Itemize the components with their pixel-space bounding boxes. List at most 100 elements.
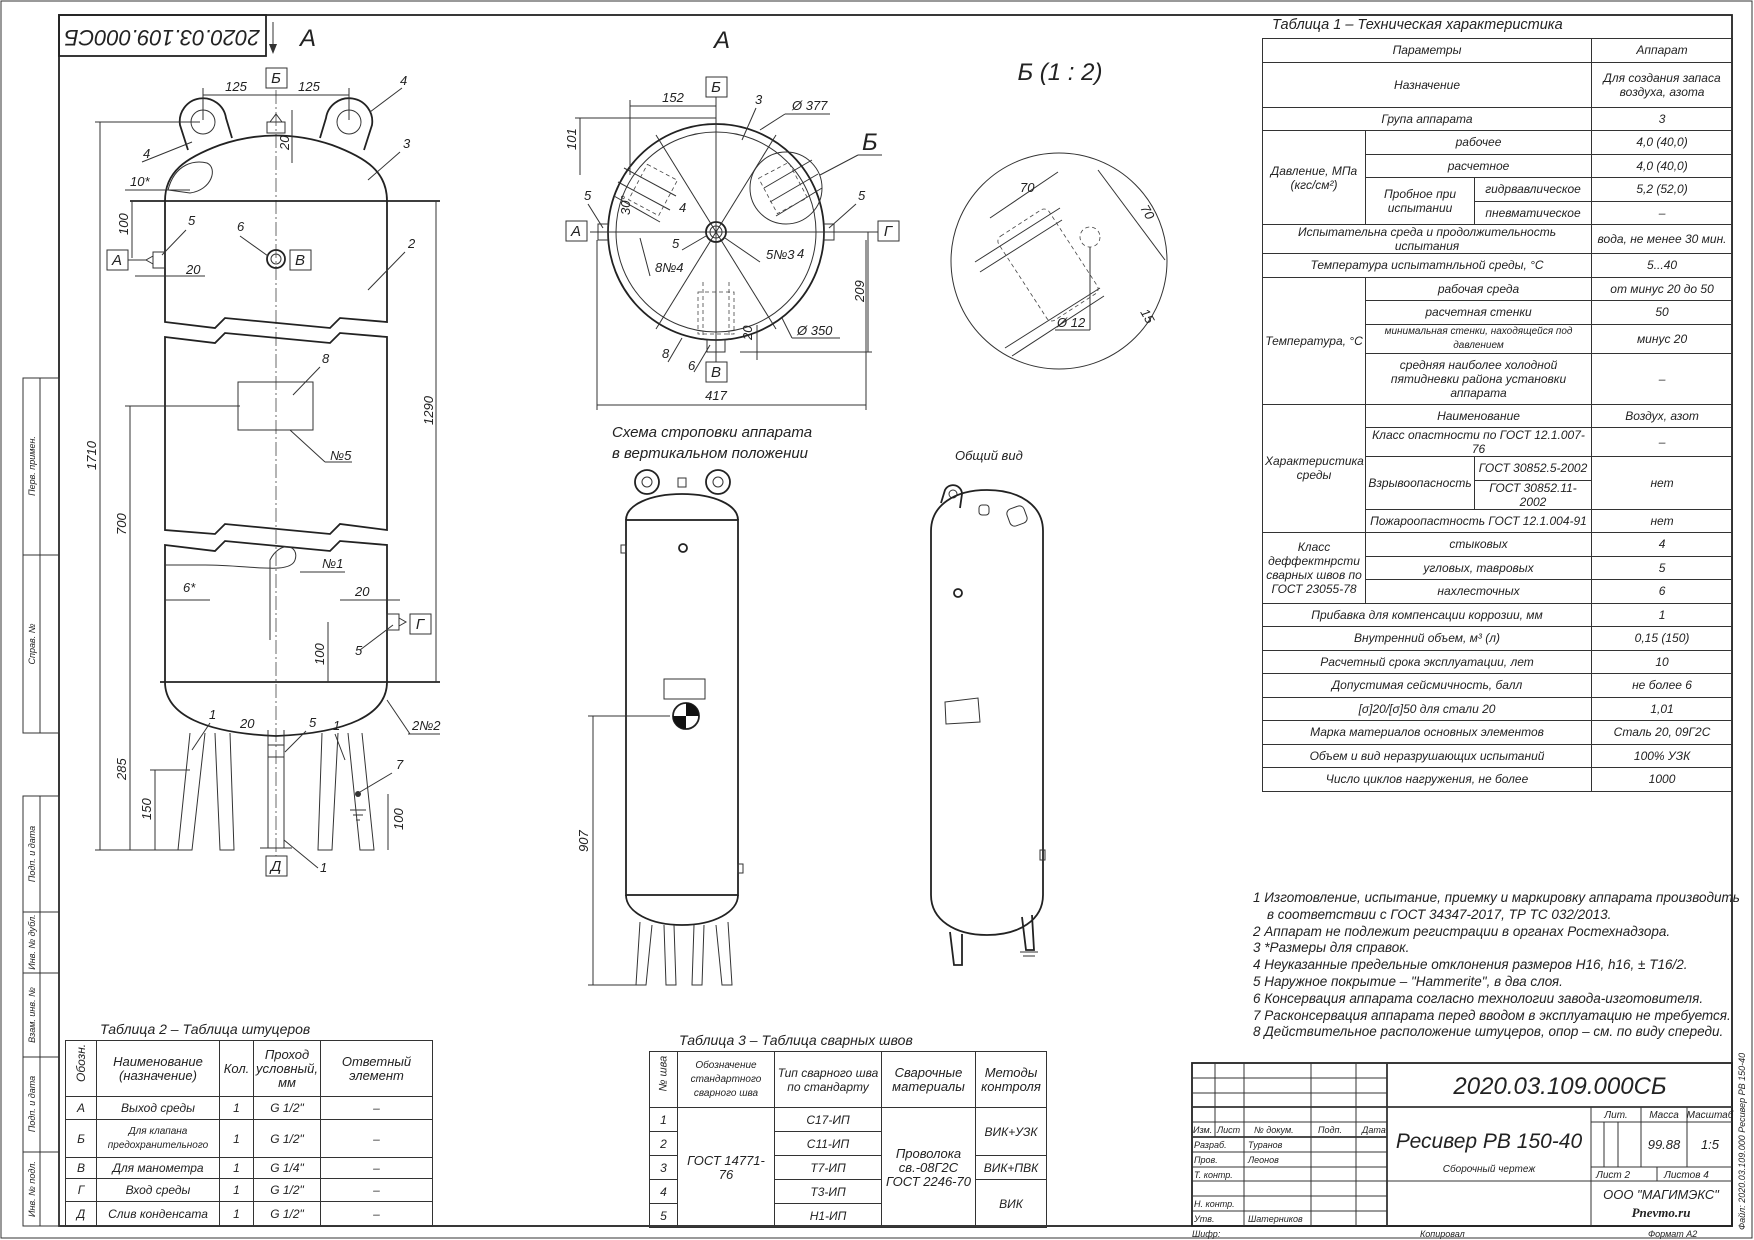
shell-segment [164, 332, 388, 535]
dim: 152 [662, 90, 684, 105]
header-cell: Обозначение стандартного сварного шва [677, 1051, 775, 1108]
svg-text:3: 3 [403, 136, 411, 151]
col-header: № докум. [1254, 1125, 1294, 1135]
col-header: Подп. [1318, 1125, 1342, 1135]
cell: угловых, тавровых [1364, 555, 1593, 580]
cell: пневматическое [1473, 200, 1593, 225]
cell: Проволока св.-08Г2С ГОСТ 2246-70 [881, 1107, 976, 1228]
cell: Число циклов нагружения, не более [1261, 767, 1593, 792]
cell: – [1591, 200, 1734, 225]
svg-text:1: 1 [333, 718, 340, 733]
dim: 70 [1137, 202, 1158, 223]
cell: Н1-ИП [774, 1203, 882, 1228]
dim: 100 [391, 808, 406, 830]
cell: ГОСТ 14771-76 [677, 1107, 775, 1228]
dim-1710: 1710 [84, 440, 99, 470]
cell: С11-ИП [774, 1131, 882, 1156]
cell: 5 [649, 1203, 678, 1228]
cell: Характеристика среды [1262, 403, 1366, 533]
dim-1290: 1290 [421, 395, 436, 425]
cell: вода, не менее 30 мин. [1591, 224, 1734, 254]
svg-text:2: 2 [407, 236, 416, 251]
top-stamp-box [58, 14, 267, 57]
part-callouts: 3 5 5 4 5 4 8 6 [584, 92, 866, 373]
cell: 4 [649, 1179, 678, 1204]
scale-label: Масштаб [1687, 1109, 1734, 1121]
table2-title: Таблица 2 – Таблица штуцеров [100, 1021, 311, 1037]
header-cell: Ответный элемент [320, 1040, 433, 1097]
cell: 5 [1591, 555, 1734, 580]
manometer-nozzle [266, 249, 286, 269]
nozzle-tag-g: Г [416, 616, 426, 633]
cell: рабочая среда [1364, 276, 1593, 301]
cell: 3 [649, 1155, 678, 1180]
title-block: 2020.03.109.000СБ Ресивер РВ 150-40 Сбор… [1191, 1053, 1747, 1239]
note: 2 Аппарат не подлежит регистрации в орга… [1253, 923, 1671, 939]
cipher-label: Шифр: [1192, 1229, 1221, 1239]
cell: гидрвавлическое [1473, 177, 1593, 202]
cell: 1 [649, 1107, 678, 1132]
header-cell: Сварочные материалы [881, 1051, 976, 1108]
dim: 10* [130, 174, 150, 189]
cell: 6 [1591, 579, 1734, 604]
nozzle-tag-a: А [570, 223, 581, 240]
general-view: Общий вид [930, 448, 1046, 966]
dim: 125 [298, 79, 320, 94]
cell: Група аппарата [1261, 106, 1593, 131]
strip-label: Справ. № [27, 623, 37, 664]
cell: Температура испытатнльной среды, °С [1261, 253, 1593, 278]
dim: 20 [354, 584, 370, 599]
weld-mark: №5 [330, 448, 352, 463]
cell: Б [65, 1119, 97, 1158]
cell: G 1/2" [253, 1201, 321, 1227]
cell: нет [1591, 508, 1734, 533]
detail-label: Б (1 : 2) [1018, 59, 1103, 86]
dim: 101 [564, 128, 579, 150]
dim: 6* [183, 580, 196, 595]
cell: ГОСТ 30852.11-2002 [1473, 479, 1593, 510]
svg-text:5: 5 [188, 213, 196, 228]
support-leg [317, 732, 339, 851]
cell: расчетная стенки [1364, 300, 1593, 325]
cell: – [320, 1178, 433, 1202]
detail-b-view: Б (1 : 2) 70 70 15 Ø 12 [950, 59, 1168, 370]
top-stamp-code: 2020.03.109.000СБ [64, 25, 260, 50]
cell: Прибавка для компенсации коррозии, мм [1261, 602, 1593, 627]
top-view-a: А Б А Г В 152 101 Ø 377 30° 8№4 5№3 Ø 35… [564, 27, 900, 410]
dim-417: 417 [705, 388, 727, 403]
cell: 4,0 (40,0) [1591, 130, 1734, 155]
nozzle-tag-g: Г [884, 223, 894, 240]
header-text: № шва [657, 1055, 670, 1091]
svg-text:5: 5 [858, 188, 866, 203]
format-label: Формат А2 [1648, 1229, 1697, 1239]
weld-mark: 2№2 [411, 718, 441, 733]
cell: А [65, 1096, 97, 1120]
svg-text:3: 3 [755, 92, 763, 107]
person-name: Леонов [1247, 1155, 1279, 1165]
general-view-label: Общий вид [955, 448, 1023, 463]
svg-text:5: 5 [309, 715, 317, 730]
cell: Наименование [1364, 403, 1593, 428]
note: 3 *Размеры для справок. [1253, 940, 1410, 956]
dim: 70 [1020, 180, 1035, 195]
company-site: Pnevmo.ru [1632, 1205, 1691, 1220]
table1-title: Таблица 1 – Техническая характеристика [1272, 17, 1563, 33]
header-text: Обозн. [74, 1043, 88, 1082]
cell: Выход среды [96, 1096, 220, 1120]
title-name: Ресивер РВ 150-40 [1396, 1130, 1583, 1153]
svg-text:5: 5 [672, 236, 680, 251]
svg-text:7: 7 [396, 757, 404, 772]
cell: 4,0 (40,0) [1591, 153, 1734, 178]
dim: 100 [116, 213, 131, 235]
support-leg [347, 732, 375, 851]
detail-ref-label: Б [862, 129, 878, 156]
cell: – [1591, 352, 1734, 405]
cell: G 1/2" [253, 1119, 321, 1158]
strip-label: Перв. примен. [27, 436, 37, 496]
cell: ГОСТ 30852.5-2002 [1473, 456, 1593, 481]
front-view: А А [84, 22, 441, 877]
